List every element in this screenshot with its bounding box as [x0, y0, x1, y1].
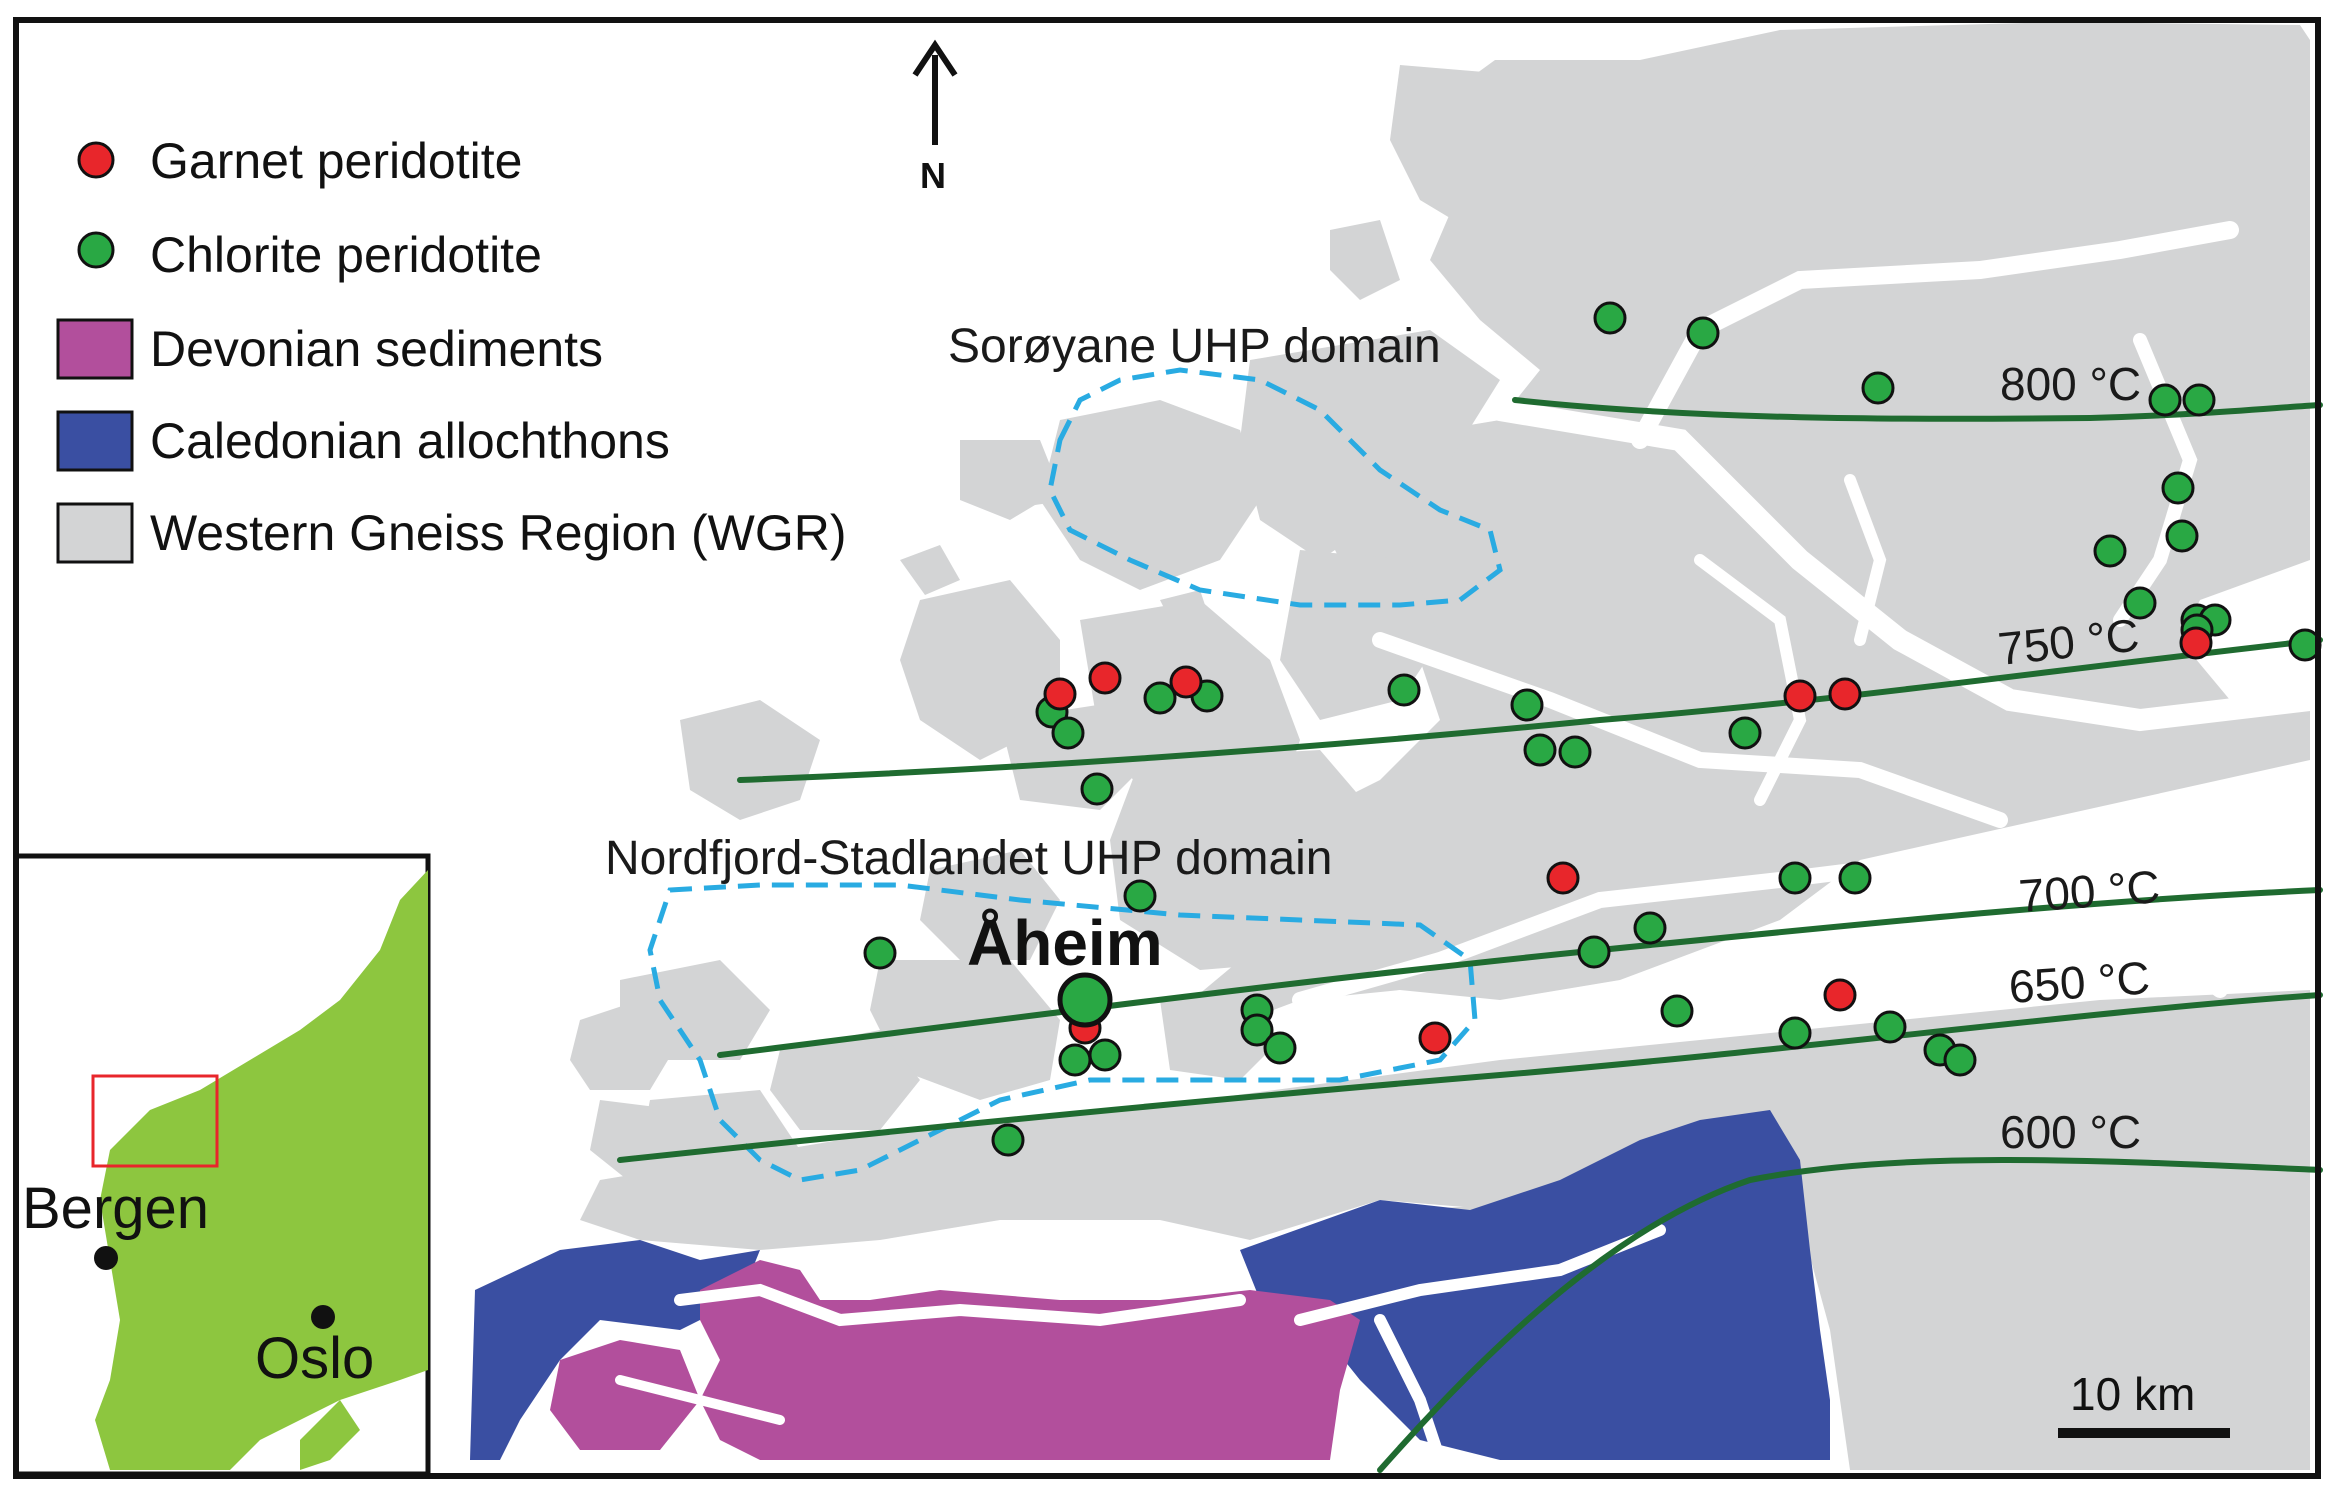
isotherm-600 [1377, 1157, 2323, 1473]
chlorite-peridotite-point [2165, 519, 2199, 553]
legend-wgr-swatch [56, 502, 134, 564]
chlorite-peridotite-point [1080, 772, 1114, 806]
legend-garnet-label: Garnet peridotite [150, 133, 522, 189]
inset-norway-landmass [95, 870, 428, 1470]
garnet-peridotite-point [1823, 978, 1857, 1012]
isotherm-label-600: 600 °C [2000, 1106, 2141, 1158]
chlorite-peridotite-point [2161, 471, 2195, 505]
chlorite-peridotite-point [1240, 1013, 1274, 1047]
chlorite-peridotite-point [1943, 1043, 1977, 1077]
chlorite-peridotite-point [1633, 911, 1667, 945]
legend-chlorite-label: Chlorite peridotite [150, 227, 542, 283]
chlorite-peridotite-point [1660, 994, 1694, 1028]
chlorite-peridotite-point [1088, 1038, 1122, 1072]
garnet-peridotite-points [1043, 626, 2213, 1055]
chlorite-peridotite-point [1558, 735, 1592, 769]
chlorite-peridotite-point [1143, 681, 1177, 715]
inset-map: Bergen Oslo [13, 853, 431, 1477]
north-label: N [920, 155, 946, 196]
chlorite-peridotite-point [1838, 861, 1872, 895]
chlorite-peridotite-point [1577, 935, 1611, 969]
scale-bar-label: 10 km [2070, 1368, 2195, 1420]
nordfjord-domain-label: Nordfjord-Stadlandet UHP domain [605, 832, 1333, 885]
chlorite-peridotite-point [1728, 716, 1762, 750]
chlorite-peridotite-point [1123, 879, 1157, 913]
legend-chlorite-swatch [77, 231, 115, 269]
chlorite-peridotite-point [1778, 1016, 1812, 1050]
soroyane-uhp-outline [1047, 367, 1503, 608]
soroyane-domain-label: Sorøyane UHP domain [948, 320, 1441, 373]
legend: Garnet peridotite Chlorite peridotite De… [56, 133, 846, 564]
garnet-peridotite-point [1546, 861, 1580, 895]
uhp-domain-outlines [647, 367, 1503, 1183]
isotherm-label-650: 650 °C [2007, 951, 2151, 1013]
legend-devonian-swatch [56, 318, 134, 380]
chlorite-peridotite-point [2093, 534, 2127, 568]
north-arrow-icon: N [912, 39, 958, 196]
garnet-peridotite-point [2179, 626, 2213, 660]
chlorite-peridotite-point [1058, 1043, 1092, 1077]
chlorite-peridotite-point [1873, 1010, 1907, 1044]
chlorite-peridotite-point [863, 936, 897, 970]
isotherm-label-800: 800 °C [2000, 358, 2141, 410]
map-frame [13, 17, 2321, 1479]
garnet-peridotite-point [1043, 677, 1077, 711]
isotherms [617, 397, 2323, 1473]
garnet-peridotite-point [1088, 661, 1122, 695]
oslo-label: Oslo [255, 1326, 374, 1391]
legend-garnet-swatch [77, 141, 115, 179]
chlorite-peridotite-point [2182, 383, 2216, 417]
legend-caledonian-label: Caledonian allochthons [150, 413, 670, 469]
aheim-locality-marker [1057, 972, 1113, 1028]
chlorite-peridotite-point [1510, 688, 1544, 722]
inset-study-area-box [91, 1074, 219, 1168]
bergen-marker [94, 1246, 118, 1270]
isotherm-800 [1512, 397, 2323, 422]
chlorite-peridotite-point [1686, 316, 1720, 350]
isotherm-750 [737, 637, 2323, 783]
chlorite-peridotite-point [1523, 733, 1557, 767]
legend-wgr-label: Western Gneiss Region (WGR) [150, 505, 846, 561]
legend-caledonian-swatch [56, 410, 134, 472]
garnet-peridotite-point [1418, 1021, 1452, 1055]
bergen-label: Bergen [22, 1176, 209, 1241]
legend-devonian-label: Devonian sediments [150, 321, 603, 377]
nordfjord-stadlandet-uhp-outline [647, 882, 1478, 1183]
southern-channels [615, 1224, 1666, 1466]
chlorite-peridotite-point [1387, 673, 1421, 707]
isotherm-label-700: 700 °C [2017, 860, 2161, 922]
garnet-peridotite-point [1169, 665, 1203, 699]
isotherm-650 [617, 992, 2323, 1163]
chlorite-peridotite-point [1263, 1031, 1297, 1065]
chlorite-peridotite-point [991, 1123, 1025, 1157]
oslo-marker [311, 1305, 335, 1329]
aheim-label: Åheim [967, 907, 1163, 979]
garnet-peridotite-point [1828, 677, 1862, 711]
chlorite-peridotite-point [2123, 586, 2157, 620]
chlorite-peridotite-point [1778, 861, 1812, 895]
chlorite-peridotite-point [1051, 716, 1085, 750]
scale-bar: 10 km [2058, 1368, 2230, 1438]
garnet-peridotite-point [1783, 679, 1817, 713]
isotherm-labels: 800 °C 750 °C 700 °C 650 °C 600 °C [1996, 358, 2162, 1158]
chlorite-peridotite-point [2148, 383, 2182, 417]
chlorite-peridotite-point [1593, 301, 1627, 335]
chlorite-peridotite-point [1861, 371, 1895, 405]
